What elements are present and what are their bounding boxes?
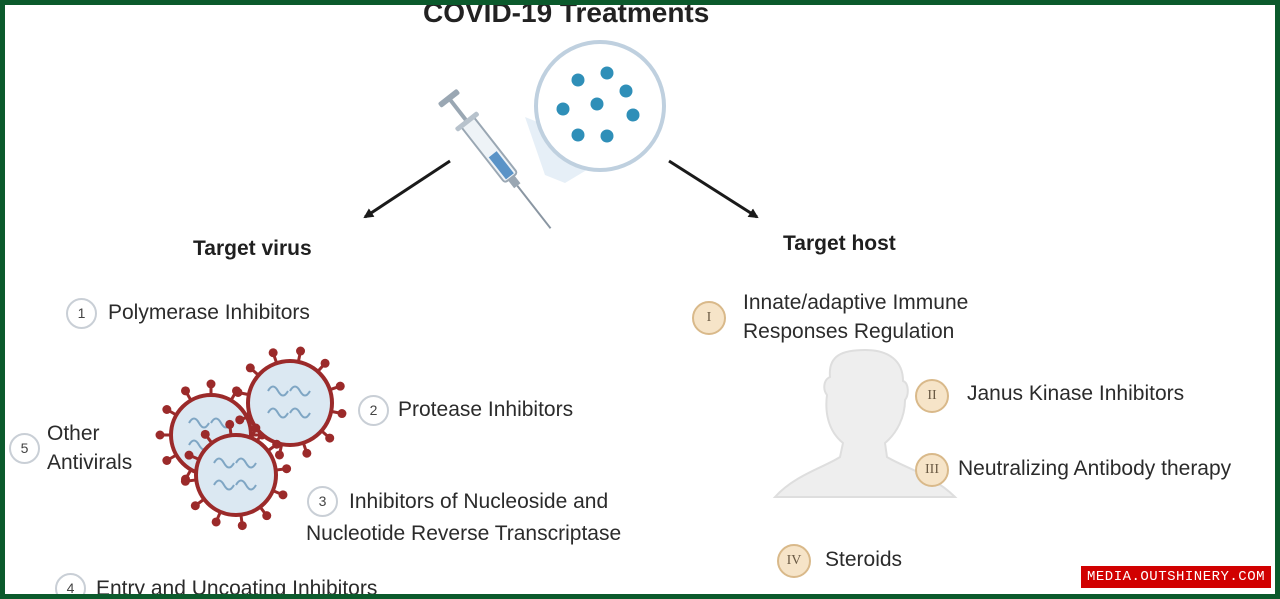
item-number-3: 3	[307, 486, 338, 517]
watermark-badge: MEDIA.OUTSHINERY.COM	[1081, 566, 1271, 588]
item-number-1: 1	[66, 298, 97, 329]
virus-particle-icon	[180, 419, 292, 531]
diagram-illustrations	[155, 40, 958, 531]
virus-cluster-icon	[155, 346, 347, 531]
diagram-canvas: COVID-19 Treatments Target virus 1 Polym…	[5, 5, 1275, 599]
roman-numeral-4: IV	[777, 544, 811, 578]
human-head-icon	[772, 348, 958, 498]
other-antivirals-label-line1: Other	[47, 422, 100, 445]
nucleoside-inhibitors-label-line1: Inhibitors of Nucleoside and	[349, 490, 609, 513]
immune-regulation-label-line2: Responses Regulation	[743, 320, 955, 343]
magnifier-illustration	[525, 40, 666, 183]
entry-uncoating-inhibitors-label: Entry and Uncoating Inhibitors	[96, 577, 378, 599]
polymerase-inhibitors-label: Polymerase Inhibitors	[108, 301, 310, 324]
roman-numeral-2: II	[915, 379, 949, 413]
arrow-to-target-virus	[363, 159, 451, 219]
item-number-2: 2	[358, 395, 389, 426]
protease-inhibitors-label: Protease Inhibitors	[398, 398, 574, 421]
roman-numeral-1: I	[692, 301, 726, 335]
drug-particles	[556, 66, 640, 143]
arrow-to-target-host	[668, 159, 759, 219]
diagram-title: COVID-19 Treatments	[423, 0, 710, 28]
janus-kinase-inhibitors-label: Janus Kinase Inhibitors	[967, 382, 1185, 405]
target-host-heading: Target host	[783, 232, 896, 255]
item-number-5: 5	[9, 433, 40, 464]
other-antivirals-label-line2: Antivirals	[47, 451, 133, 474]
immune-regulation-label-line1: Innate/adaptive Immune	[743, 291, 969, 314]
item-number-4: 4	[55, 573, 86, 594]
target-virus-heading: Target virus	[193, 237, 312, 260]
virus-particle-icon	[233, 346, 347, 460]
steroids-label: Steroids	[825, 548, 903, 571]
syringe-icon	[438, 89, 552, 229]
roman-numeral-3: III	[915, 453, 949, 487]
neutralizing-antibody-label: Neutralizing Antibody therapy	[958, 457, 1232, 480]
nucleoside-inhibitors-label-line2: Nucleotide Reverse Transcriptase	[306, 522, 622, 545]
